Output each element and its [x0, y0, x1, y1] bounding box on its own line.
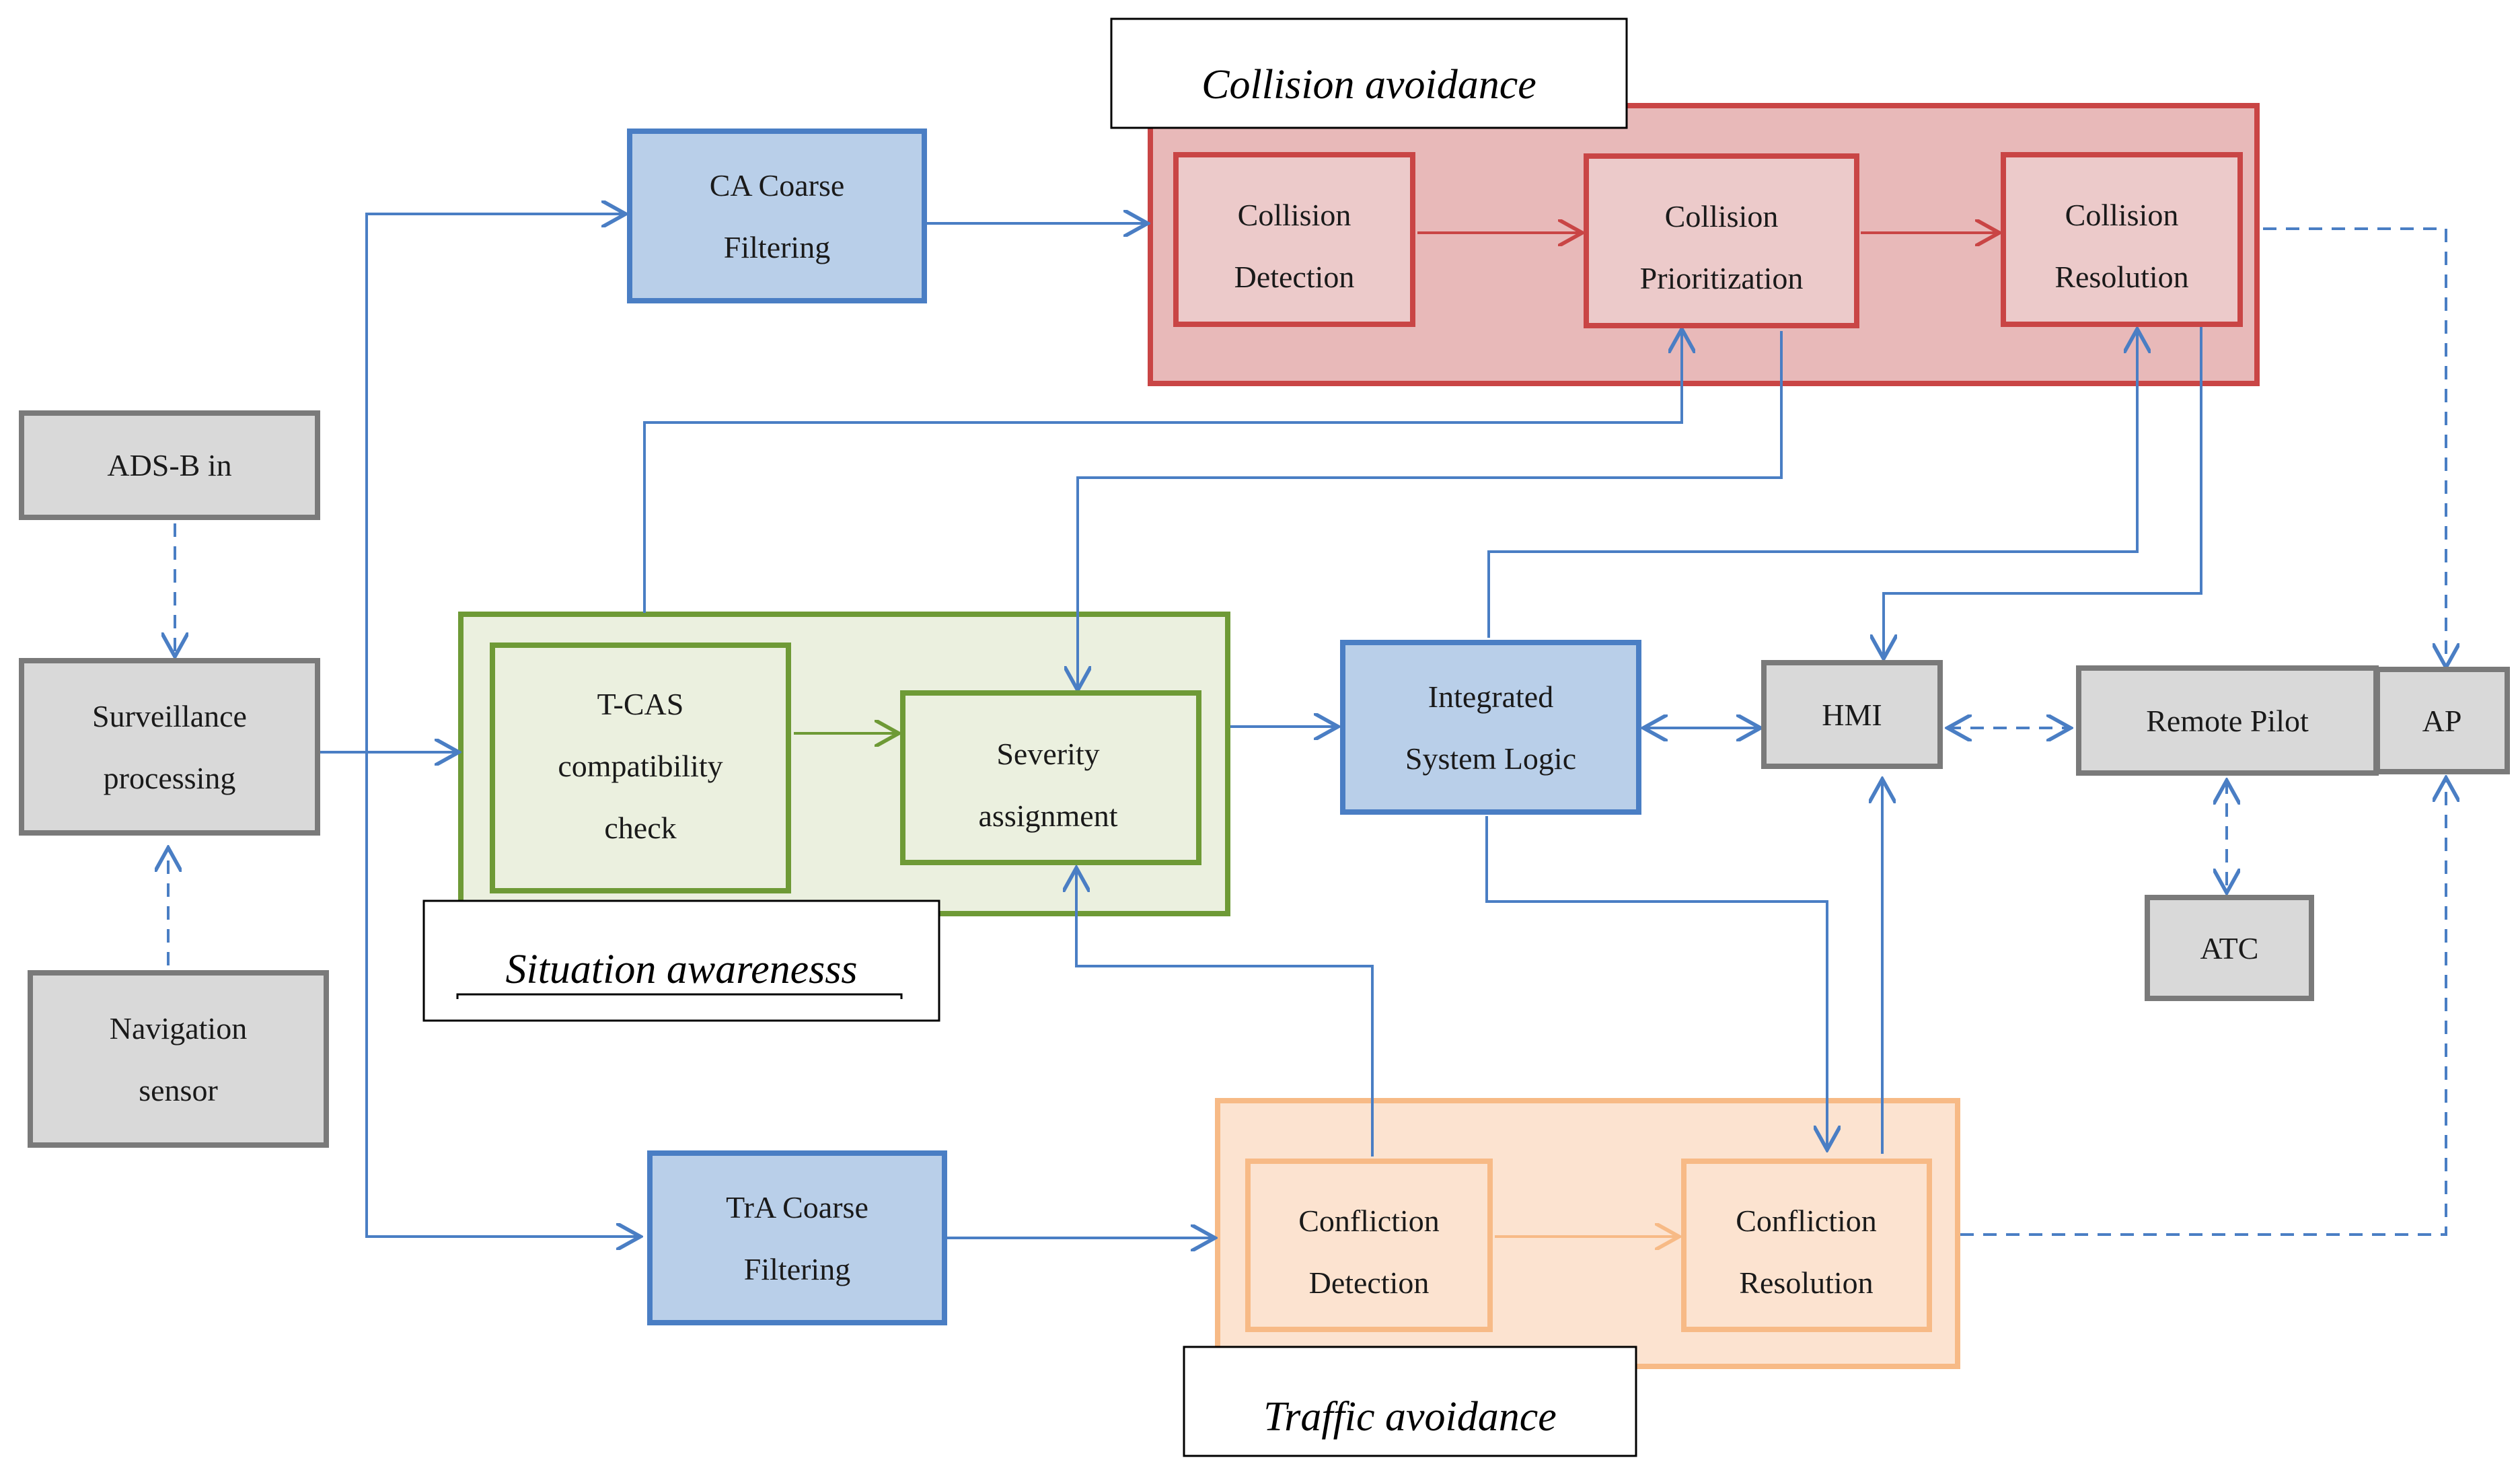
tcas-line-2: compatibility [558, 749, 722, 783]
collision-avoidance-title-box [1110, 17, 1628, 129]
arrow-integrated-to-confliction-resolution [1485, 816, 1827, 1150]
arrow-integrated-to-collision-resolution [1487, 329, 2137, 638]
tra-coarse-line-1: TrA Coarse [726, 1190, 868, 1224]
collision-resolution-box [2001, 152, 2243, 327]
ap-label: AP [2422, 704, 2462, 738]
situation-awareness-title-box [422, 900, 940, 1022]
collision-detection-box [1173, 152, 1415, 327]
tra-coarse-line-2: Filtering [744, 1252, 850, 1286]
traffic-avoidance-title-box [1183, 1346, 1637, 1457]
adsb-in-label: ADS-B in [107, 448, 231, 482]
surveillance-processing-label: Surveillance processing [92, 699, 247, 795]
remote-pilot-line-1: Remote Pilot [2146, 704, 2309, 738]
atc-label: ATC [2200, 931, 2259, 965]
confliction-resolution-line-2: Resolution [1739, 1265, 1873, 1300]
collision-resolution-line-2: Resolution [2054, 260, 2188, 294]
confliction-resolution-box [1681, 1159, 1932, 1332]
integrated-line-2: System Logic [1405, 741, 1576, 776]
tra-coarse-filtering-box [647, 1150, 947, 1325]
collision-resolution-line-1: Collision [2065, 198, 2179, 232]
arrow-collision-resolution-to-hmi [1884, 326, 2202, 659]
severity-assignment-box [900, 690, 1201, 865]
navigation-line-1: Navigation [110, 1011, 247, 1045]
arrow-collision-to-ap [2263, 227, 2446, 667]
arrow-prioritization-to-severity [1078, 331, 1783, 690]
collision-avoidance-title: Collision avoidance [1201, 62, 1536, 108]
tcas-compatibility-label: T-CAS compatibility check [558, 687, 722, 845]
confliction-resolution-line-1: Confliction [1736, 1204, 1877, 1238]
situation-awareness-underline [456, 993, 903, 999]
confliction-detection-box [1245, 1159, 1493, 1332]
hmi-line-1: HMI [1822, 698, 1882, 732]
severity-line-1: Severity [996, 737, 1099, 771]
navigation-sensor-box [28, 970, 329, 1148]
tcas-compatibility-box [490, 643, 791, 893]
traffic-avoidance-title: Traffic avoidance [1263, 1394, 1557, 1440]
collision-prioritization-box [1584, 153, 1859, 328]
integrated-line-1: Integrated [1428, 680, 1553, 714]
arrow-trunk-to-tra-coarse [365, 752, 640, 1237]
atc-line-1: ATC [2200, 931, 2259, 965]
ca-coarse-filtering-box [627, 129, 927, 303]
adsb-line-1: ADS-B in [107, 448, 231, 482]
tcas-line-1: T-CAS [597, 687, 684, 721]
arrow-traffic-to-ap [1960, 778, 2446, 1236]
collision-prioritization-line-2: Prioritization [1640, 261, 1804, 295]
collision-detection-line-1: Collision [1238, 198, 1351, 232]
hmi-box [1761, 660, 1943, 769]
surveillance-line-2: processing [104, 761, 236, 795]
arrow-trunk-to-ca-coarse [365, 214, 626, 752]
severity-assignment-label: Severity assignment [979, 737, 1118, 833]
ap-line-1: AP [2422, 704, 2462, 738]
navigation-line-2: sensor [139, 1073, 218, 1107]
dashed-connectors [168, 227, 2446, 1236]
collision-prioritization-line-1: Collision [1665, 199, 1779, 233]
remote-pilot-label: Remote Pilot [2146, 704, 2309, 738]
ca-coarse-line-1: CA Coarse [710, 168, 845, 203]
ca-coarse-line-2: Filtering [724, 230, 830, 264]
confliction-detection-line-1: Confliction [1298, 1204, 1440, 1238]
arrow-situation-to-prioritization [643, 329, 1682, 613]
severity-line-2: assignment [979, 799, 1118, 833]
confliction-detection-line-2: Detection [1309, 1265, 1430, 1300]
adsb-in-box [19, 410, 320, 520]
hmi-label: HMI [1822, 698, 1882, 732]
navigation-sensor-label: Navigation sensor [110, 1011, 247, 1107]
tcas-line-3: check [604, 811, 676, 845]
integrated-system-logic-box [1340, 640, 1641, 815]
ap-box [2375, 667, 2510, 774]
surveillance-processing-box [19, 658, 320, 836]
atc-box [2145, 895, 2314, 1001]
connectors [315, 214, 2202, 1238]
surveillance-line-1: Surveillance [92, 699, 247, 733]
situation-awareness-title: Situation awarenesss [505, 947, 857, 992]
arrow-confliction-detection-to-severity [1076, 868, 1374, 1157]
collision-detection-line-2: Detection [1234, 260, 1355, 294]
